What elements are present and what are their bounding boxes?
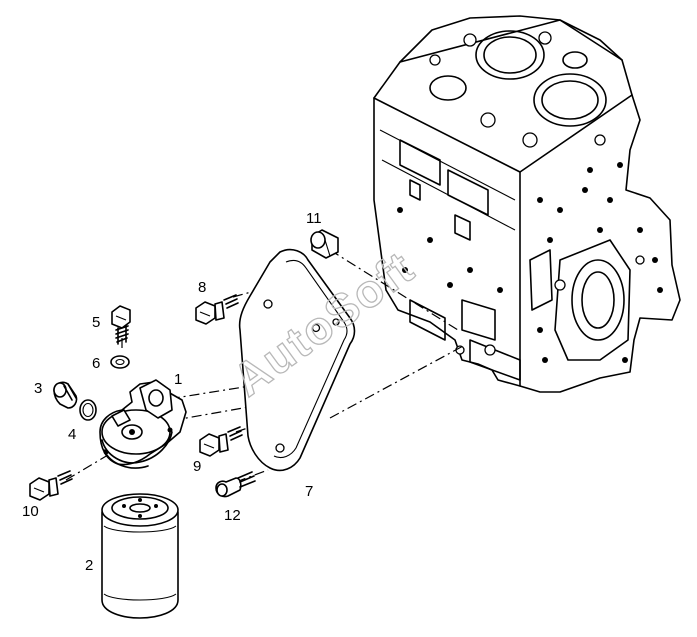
callout-9: 9	[193, 458, 201, 475]
callout-10: 10	[22, 503, 39, 520]
callout-5: 5	[92, 314, 100, 331]
callout-2: 2	[85, 557, 93, 574]
plug-3	[53, 381, 78, 409]
callout-11: 11	[306, 210, 322, 227]
bolt-5	[111, 305, 131, 345]
bolt-8	[195, 294, 239, 325]
callout-3: 3	[34, 380, 42, 397]
adapter-plate	[238, 248, 356, 472]
engine-block	[373, 15, 681, 393]
o-ring-4	[79, 399, 97, 421]
callout-1: 1	[174, 371, 182, 388]
stud-12	[215, 471, 256, 498]
bushing	[310, 229, 339, 259]
bolt-10	[29, 470, 73, 501]
filter-cartridge	[101, 493, 179, 619]
callout-8: 8	[198, 279, 206, 296]
washer-6	[110, 355, 130, 369]
filter-head	[99, 379, 187, 469]
callout-labels: 1 2 3 4 5 6 7 8 9 10 11 12	[22, 210, 322, 574]
callout-7: 7	[305, 483, 313, 500]
callout-12: 12	[224, 507, 241, 524]
callout-4: 4	[68, 426, 76, 443]
callout-6: 6	[92, 355, 100, 372]
bolt-9	[199, 426, 243, 457]
